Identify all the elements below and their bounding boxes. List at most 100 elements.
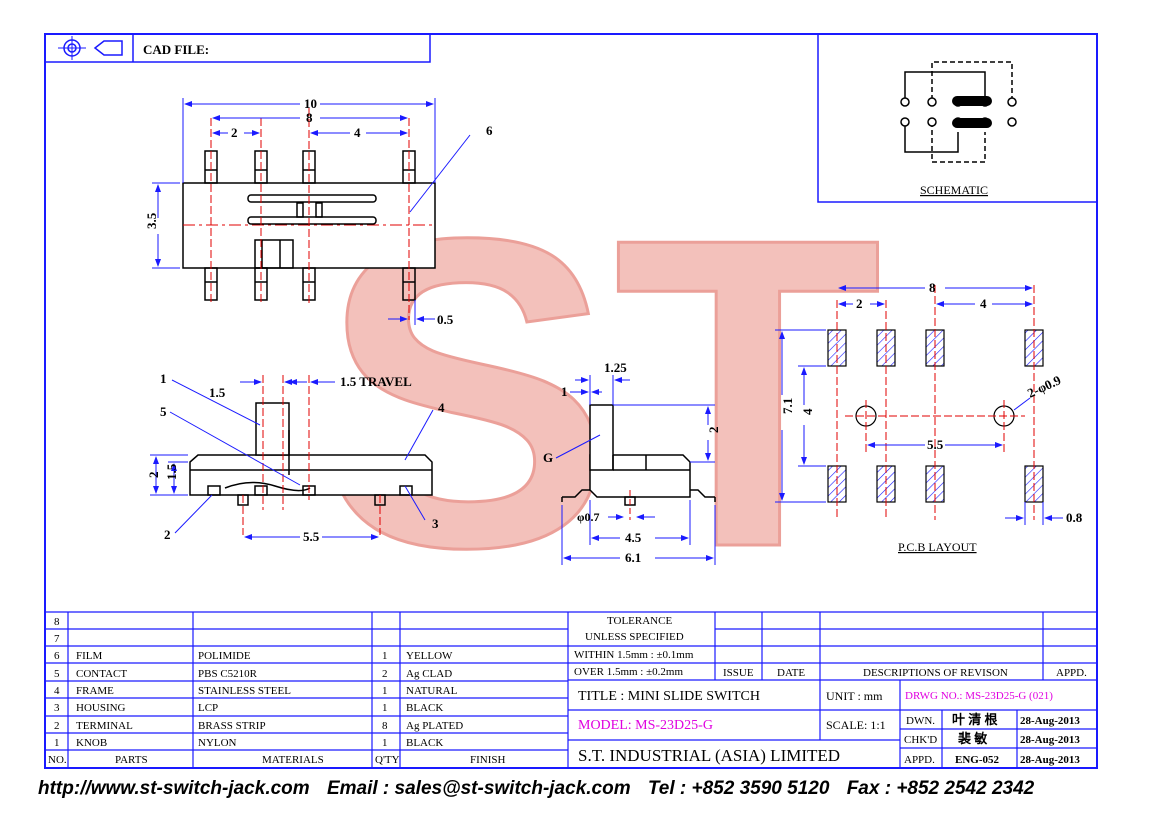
- svg-text:2: 2: [54, 720, 60, 732]
- company-name: S.T. INDUSTRIAL (ASIA) LIMITED: [578, 746, 840, 765]
- svg-text:1: 1: [382, 702, 388, 714]
- cad-file-header: CAD FILE:: [44, 33, 431, 63]
- drawing-title: TITLE : MINI SLIDE SWITCH: [578, 689, 760, 704]
- svg-text:DESCRIPTIONS OF REVISON: DESCRIPTIONS OF REVISON: [863, 667, 1008, 679]
- pcb-label: P.C.B LAYOUT: [898, 540, 977, 554]
- bom-row: 2 TERMINAL BRASS STRIP 8 Ag PLATED: [54, 720, 463, 732]
- callout-2: 2: [164, 527, 171, 542]
- bom-header: NO. PARTS MATERIALS Q'TY FINISH: [48, 754, 506, 766]
- svg-text:Ag CLAD: Ag CLAD: [406, 668, 452, 680]
- bom-row: 8: [54, 616, 60, 628]
- callout-6: 6: [486, 123, 493, 138]
- svg-text:BRASS STRIP: BRASS STRIP: [198, 720, 266, 732]
- svg-text:ISSUE: ISSUE: [723, 667, 754, 679]
- svg-text:BLACK: BLACK: [406, 737, 443, 749]
- unit-label: UNIT : mm: [826, 689, 883, 703]
- chk-name: 裴 敏: [957, 731, 988, 746]
- svg-text:HOUSING: HOUSING: [76, 702, 126, 714]
- label-g: G: [543, 450, 553, 465]
- svg-text:1: 1: [382, 650, 388, 662]
- dwn-date: 28-Aug-2013: [1020, 715, 1080, 727]
- svg-text:4: 4: [54, 685, 60, 697]
- svg-text:TERMINAL: TERMINAL: [76, 720, 133, 732]
- fax-text: Fax : +852 2542 2342: [846, 778, 1035, 799]
- appd-date: 28-Aug-2013: [1020, 754, 1080, 766]
- revision-header: ISSUE DATE DESCRIPTIONS OF REVISON APPD.: [723, 667, 1087, 679]
- dim-end-h: 2: [706, 427, 721, 434]
- svg-text:WITHIN 1.5mm : ±0.1mm: WITHIN 1.5mm : ±0.1mm: [574, 649, 694, 661]
- end-view: [561, 404, 716, 520]
- callout-4: 4: [438, 400, 445, 415]
- travel-label: 1.5 TRAVEL: [340, 374, 412, 389]
- svg-text:6: 6: [54, 650, 60, 662]
- dim-end-pin: φ0.7: [577, 510, 600, 524]
- svg-text:NO.: NO.: [48, 754, 67, 766]
- pcb-dims: [775, 285, 1063, 525]
- svg-text:TOLERANCE: TOLERANCE: [607, 615, 672, 627]
- svg-text:Ag PLATED: Ag PLATED: [406, 720, 463, 732]
- svg-text:1: 1: [382, 737, 388, 749]
- dim-end-left: 1: [561, 384, 568, 399]
- pcb-dim-right: 4: [980, 296, 987, 311]
- callout-5: 5: [160, 404, 167, 419]
- dim-pitch-left: 2: [231, 125, 238, 140]
- svg-text:DATE: DATE: [777, 667, 805, 679]
- chk-date: 28-Aug-2013: [1020, 734, 1080, 746]
- appd-label: APPD.: [904, 754, 935, 766]
- svg-text:3: 3: [54, 702, 60, 714]
- dim-overall: 10: [304, 96, 317, 111]
- drawing-number: DRWG NO.: MS-23D25-G (021): [905, 690, 1053, 702]
- svg-text:YELLOW: YELLOW: [406, 650, 453, 662]
- callout-3: 3: [432, 516, 439, 531]
- svg-text:OVER 1.5mm : ±0.2mm: OVER 1.5mm : ±0.2mm: [574, 666, 683, 678]
- pcb-layout: [827, 285, 1044, 520]
- dim-h1: 2: [146, 472, 161, 479]
- svg-text:5: 5: [54, 668, 60, 680]
- svg-text:7: 7: [54, 633, 60, 645]
- bom-row: 7: [54, 633, 60, 645]
- dim-height: 3.5: [144, 212, 159, 229]
- dim-knob: 1.5: [209, 385, 226, 400]
- svg-text:UNLESS SPECIFIED: UNLESS SPECIFIED: [585, 631, 684, 643]
- dim-end-total: 6.1: [625, 550, 641, 565]
- title-block-grid: [45, 611, 1097, 768]
- chk-label: CHK'D: [904, 734, 937, 746]
- svg-text:1: 1: [382, 685, 388, 697]
- pcb-hole-label: 2-φ0.9: [1025, 372, 1064, 401]
- svg-text:FRAME: FRAME: [76, 685, 114, 697]
- svg-text:PARTS: PARTS: [115, 754, 148, 766]
- dwn-label: DWN.: [906, 715, 935, 727]
- appd-name: ENG-052: [955, 754, 1000, 766]
- svg-text:CONTACT: CONTACT: [76, 668, 127, 680]
- pcb-dim-span: 8: [929, 280, 936, 295]
- svg-text:PBS C5210R: PBS C5210R: [198, 668, 258, 680]
- svg-text:MATERIALS: MATERIALS: [262, 754, 324, 766]
- svg-text:NYLON: NYLON: [198, 737, 237, 749]
- top-view: [182, 108, 436, 320]
- dim-side-pitch: 5.5: [303, 529, 320, 544]
- svg-text:NATURAL: NATURAL: [406, 685, 458, 697]
- svg-text:APPD.: APPD.: [1056, 667, 1087, 679]
- pcb-dim-height: 7.1: [780, 398, 795, 414]
- svg-text:POLIMIDE: POLIMIDE: [198, 650, 251, 662]
- projection-cone-icon: [93, 40, 123, 56]
- schematic-label: SCHEMATIC: [920, 183, 988, 197]
- svg-text:8: 8: [382, 720, 388, 732]
- side-view-dims: [150, 379, 434, 540]
- cad-file-label: CAD FILE:: [143, 42, 209, 57]
- website-link[interactable]: http://www.st-switch-jack.com: [38, 778, 310, 799]
- svg-text:KNOB: KNOB: [76, 737, 107, 749]
- side-view: [189, 375, 433, 535]
- dim-end-inner: 4.5: [625, 530, 642, 545]
- schematic-panel: SCHEMATIC: [817, 33, 1098, 203]
- dim-pitch-right: 4: [354, 125, 361, 140]
- tolerance-block: TOLERANCE UNLESS SPECIFIED WITHIN 1.5mm …: [574, 615, 694, 678]
- pcb-dim-inner: 4: [800, 408, 815, 415]
